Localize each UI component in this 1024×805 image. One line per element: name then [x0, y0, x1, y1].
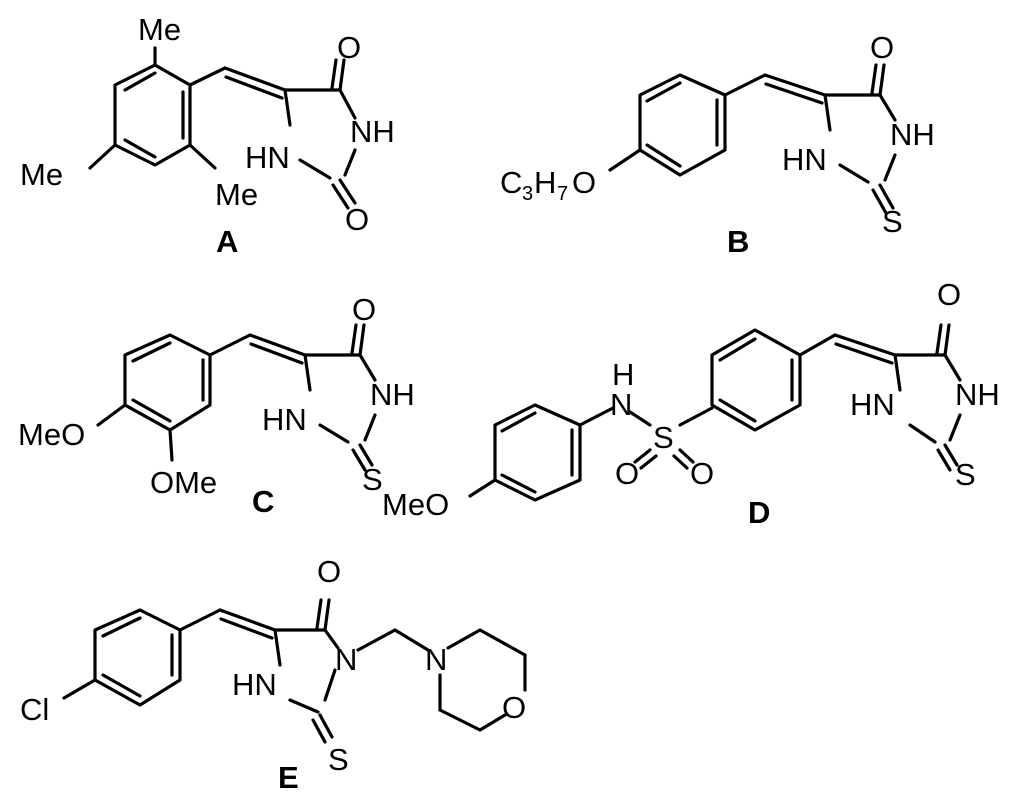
- oxygen-label: O: [572, 165, 596, 200]
- nh-label: NH: [955, 377, 1000, 412]
- sulfur-label: S: [362, 462, 383, 497]
- oxygen-label: O: [690, 456, 714, 491]
- propoxy-carbon-subscript: 3: [522, 183, 533, 205]
- compound-c: MeO OMe O NH HN S C: [18, 292, 415, 519]
- compound-label: A: [216, 224, 238, 259]
- compound-d: MeO H N S O O O NH HN S D: [382, 277, 1000, 530]
- oxygen-label: O: [352, 292, 376, 327]
- hn-label: HN: [782, 142, 827, 177]
- compound-e-bonds: [62, 598, 527, 744]
- hn-label: HN: [262, 402, 307, 437]
- methoxy-label: MeO: [382, 487, 449, 522]
- compound-b-bonds: [608, 63, 897, 215]
- nitrogen-label: N: [425, 642, 447, 677]
- compound-a: Me Me Me O NH HN O A: [20, 12, 395, 259]
- compound-d-bonds: [468, 323, 962, 502]
- propoxy-hydrogen: H: [534, 165, 556, 200]
- chlorine-label: Cl: [20, 692, 49, 727]
- oxygen-label: O: [937, 277, 961, 312]
- methyl-label: Me: [215, 177, 258, 212]
- compound-b: C 3 H 7 O O NH HN S B: [500, 30, 935, 259]
- methyl-label: Me: [20, 157, 63, 192]
- propoxy-hydrogen-subscript: 7: [557, 183, 568, 205]
- nitrogen-label: N: [335, 642, 357, 677]
- nh-label: NH: [350, 114, 395, 149]
- nitrogen-label: N: [610, 387, 632, 422]
- oxygen-label: O: [615, 456, 639, 491]
- hn-label: HN: [232, 667, 277, 702]
- oxygen-label: O: [317, 554, 341, 589]
- methyl-label: Me: [138, 12, 181, 47]
- nh-label: NH: [890, 117, 935, 152]
- hn-label: HN: [850, 387, 895, 422]
- oxygen-label: O: [345, 202, 369, 237]
- propoxy-carbon: C: [500, 165, 522, 200]
- hydrogen-label: H: [612, 357, 634, 392]
- compound-c-bonds: [96, 323, 377, 472]
- compound-e: Cl O N HN S N O E: [20, 554, 527, 795]
- nh-label: NH: [370, 377, 415, 412]
- methoxy-label: OMe: [150, 465, 217, 500]
- compound-label: C: [252, 484, 274, 519]
- compound-label: D: [748, 495, 770, 530]
- compound-label: E: [278, 760, 299, 795]
- sulfur-label: S: [328, 742, 349, 777]
- compound-label: B: [727, 224, 749, 259]
- compound-a-bonds: [88, 46, 357, 210]
- oxygen-label: O: [870, 30, 894, 65]
- methoxy-label: MeO: [18, 417, 85, 452]
- sulfur-label: S: [955, 457, 976, 492]
- oxygen-label: O: [502, 690, 526, 725]
- sulfur-label: S: [882, 204, 903, 239]
- sulfur-label: S: [653, 420, 674, 455]
- oxygen-label: O: [337, 30, 361, 65]
- hn-label: HN: [245, 140, 290, 175]
